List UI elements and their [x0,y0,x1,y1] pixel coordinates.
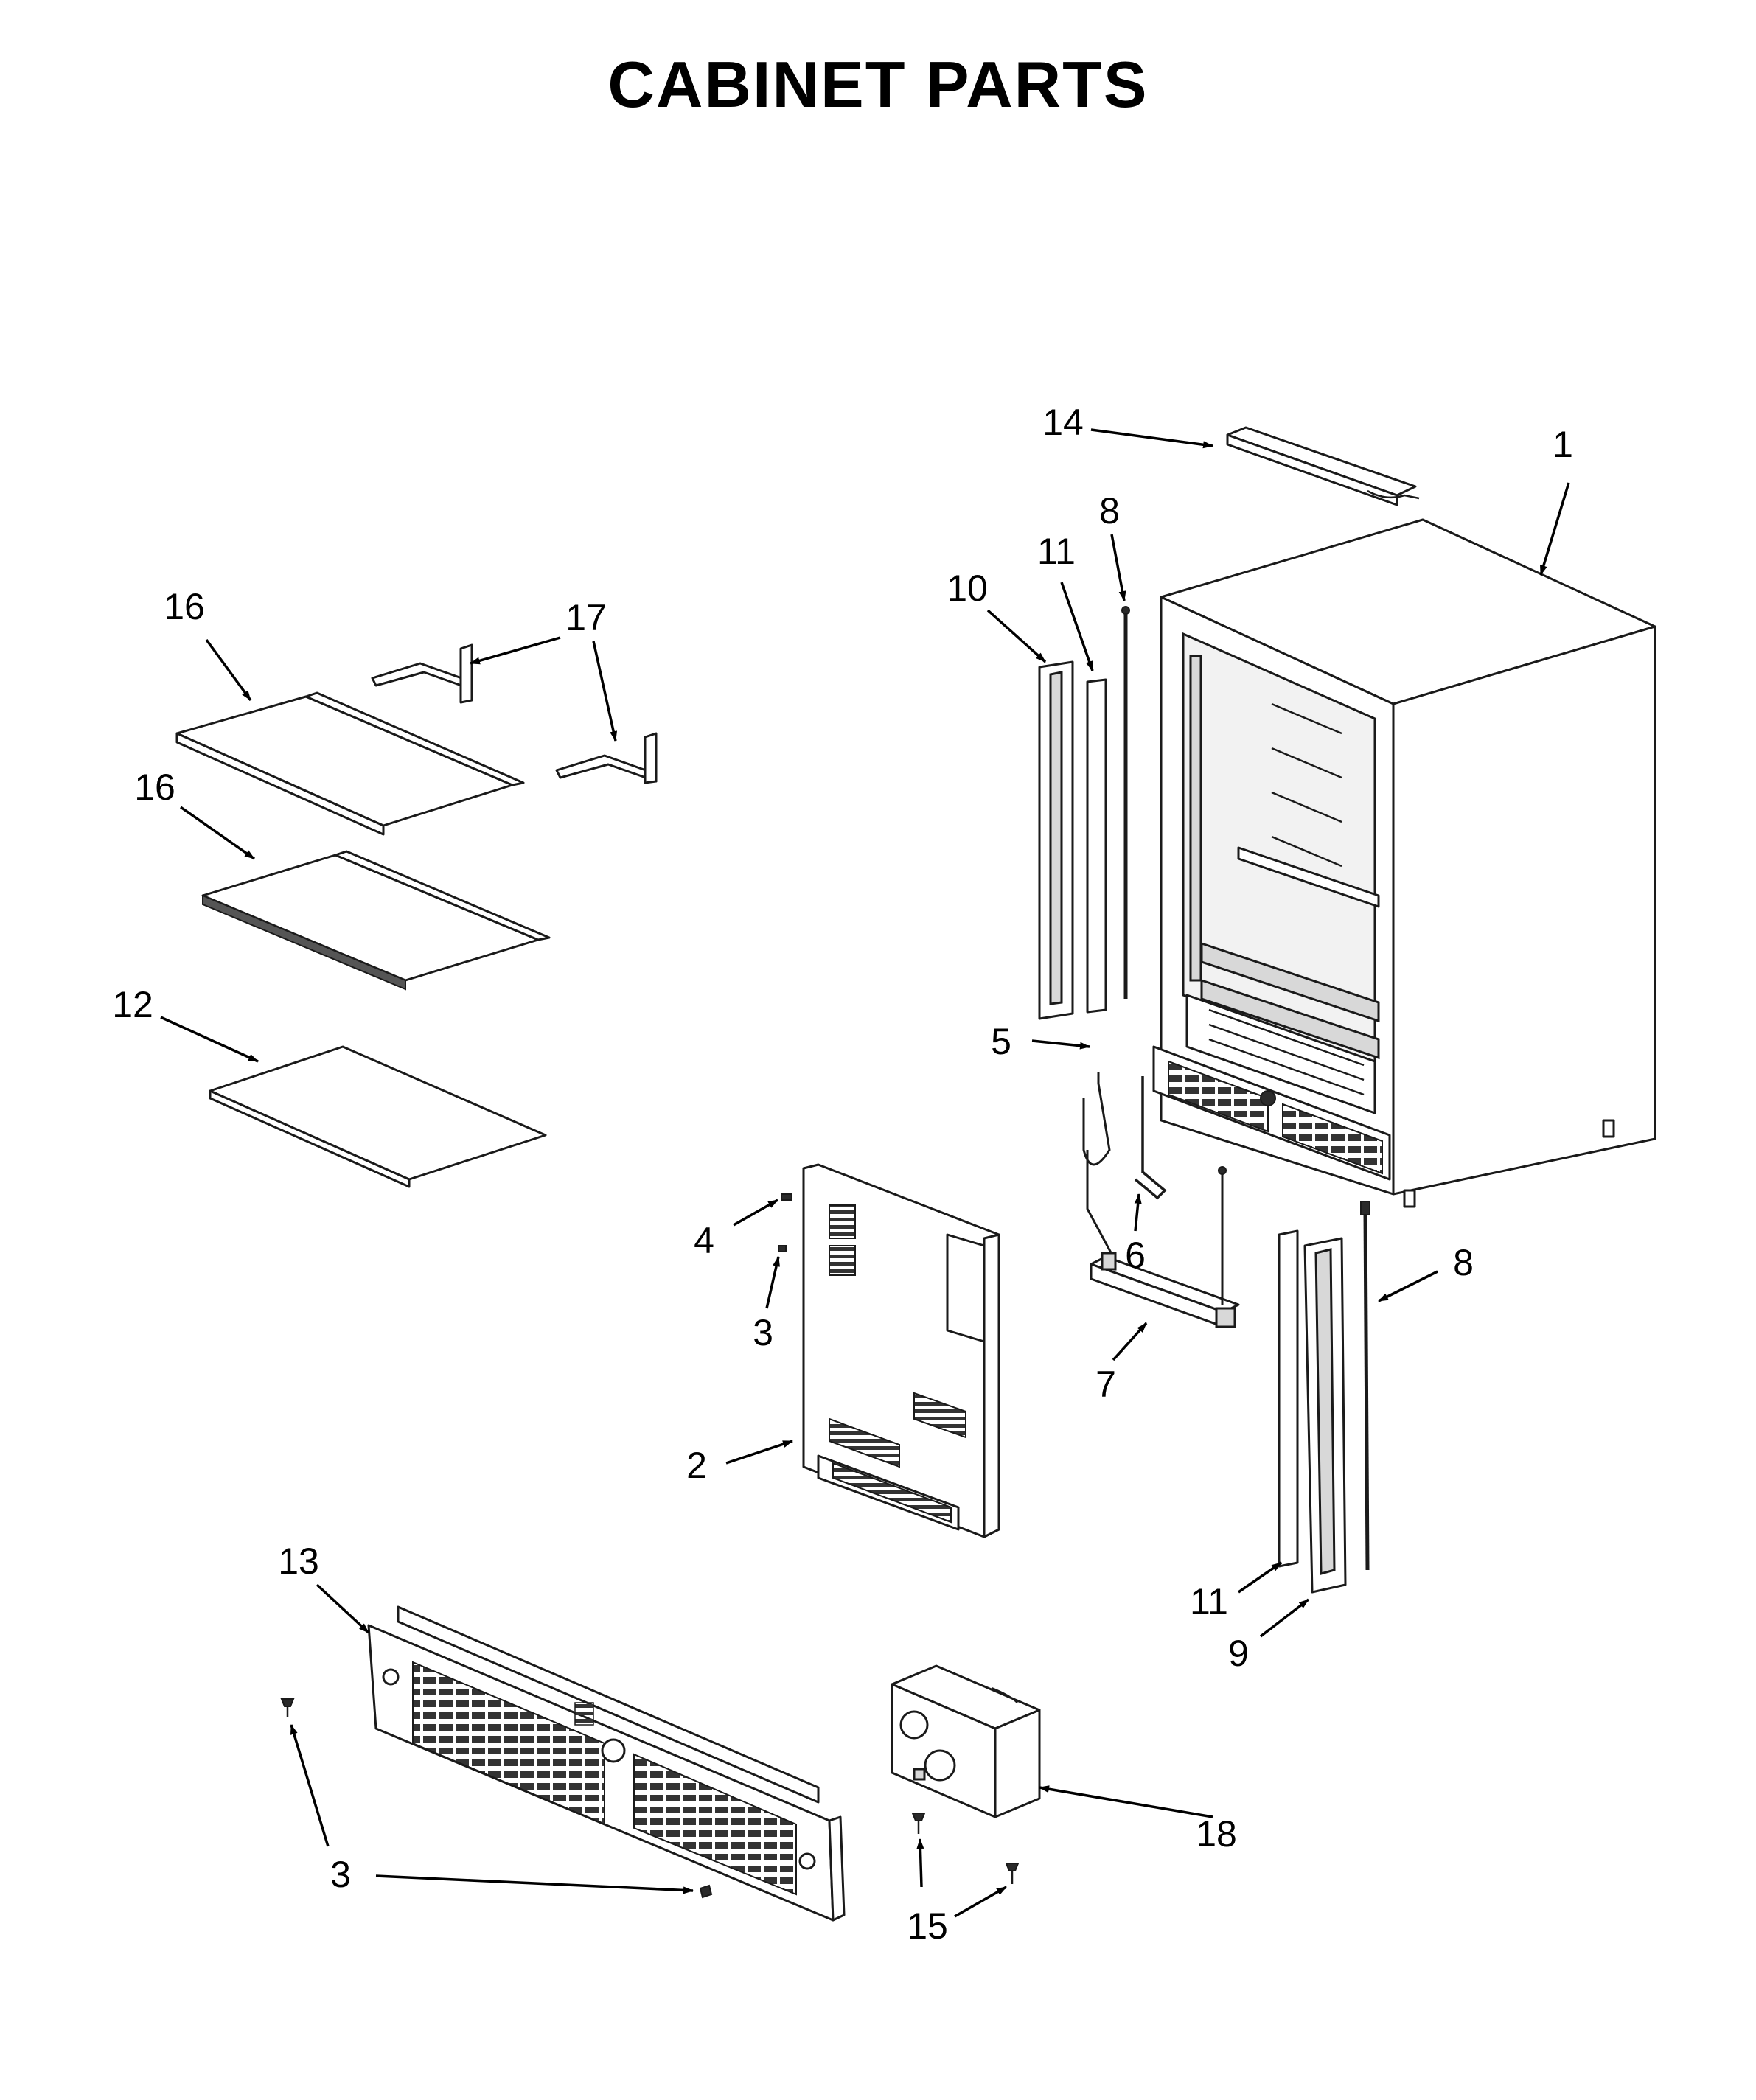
callout-18: 18 [1196,1813,1237,1855]
wire-part-8-lower [1360,1201,1370,1571]
callout-8-upper: 8 [1099,490,1120,531]
wire-part-8-upper [1121,606,1130,999]
screw-part-4 [781,1193,792,1201]
callout-11-upper: 11 [1037,531,1076,572]
shelf-brackets-part-17 [371,643,658,784]
callout-3-lower: 3 [330,1854,351,1895]
callout-17: 17 [565,597,607,638]
strip-part-11-upper [1086,678,1107,1014]
callout-9: 9 [1228,1633,1249,1674]
callout-16-middle: 16 [134,767,175,808]
sensor-wire-part-5 [1082,1072,1115,1257]
cabinet-part-1 [1152,518,1656,1208]
screw-part-3-lower-right [699,1884,713,1899]
hinge-assembly-part-7 [1090,1166,1240,1328]
rear-panel-part-2 [802,1163,1000,1538]
kick-plate-grille-part-13 [367,1605,846,1922]
callout-12: 12 [112,984,153,1025]
screw-part-3-upper [778,1245,787,1252]
callout-5: 5 [991,1021,1011,1062]
hinge-part-6 [1134,1076,1167,1200]
callout-7: 7 [1095,1364,1116,1405]
callout-10: 10 [947,568,988,609]
callout-11-lower: 11 [1190,1581,1228,1622]
shelf-part-16-middle [201,850,551,991]
callout-8-lower: 8 [1453,1242,1474,1283]
door-gasket-part-9 [1303,1237,1347,1594]
page-title: CABINET PARTS [607,48,1148,121]
callout-4: 4 [694,1220,714,1261]
callout-3-upper: 3 [753,1312,773,1353]
callout-1: 1 [1553,424,1573,465]
leader-lines [160,428,1570,1918]
drain-box-part-18 [891,1664,1041,1818]
screw-part-3-lower-left [280,1698,295,1717]
screw-part-15-left [911,1813,926,1834]
callout-15: 15 [907,1905,948,1947]
screw-part-15-right [1005,1863,1020,1884]
shelf-part-12 [209,1045,547,1188]
strip-part-11-lower [1278,1229,1299,1568]
light-bar-part-14 [1226,426,1420,506]
callout-13: 13 [278,1541,319,1582]
callout-16-top: 16 [164,586,205,627]
shelf-part-16-top [175,691,525,836]
callout-2: 2 [686,1445,707,1486]
callout-labels: 1 14 8 11 10 17 16 16 12 5 6 7 8 11 9 4 … [112,402,1573,1947]
gasket-strip-part-10 [1038,660,1074,1020]
callout-14: 14 [1042,402,1084,443]
callout-6: 6 [1125,1235,1146,1276]
